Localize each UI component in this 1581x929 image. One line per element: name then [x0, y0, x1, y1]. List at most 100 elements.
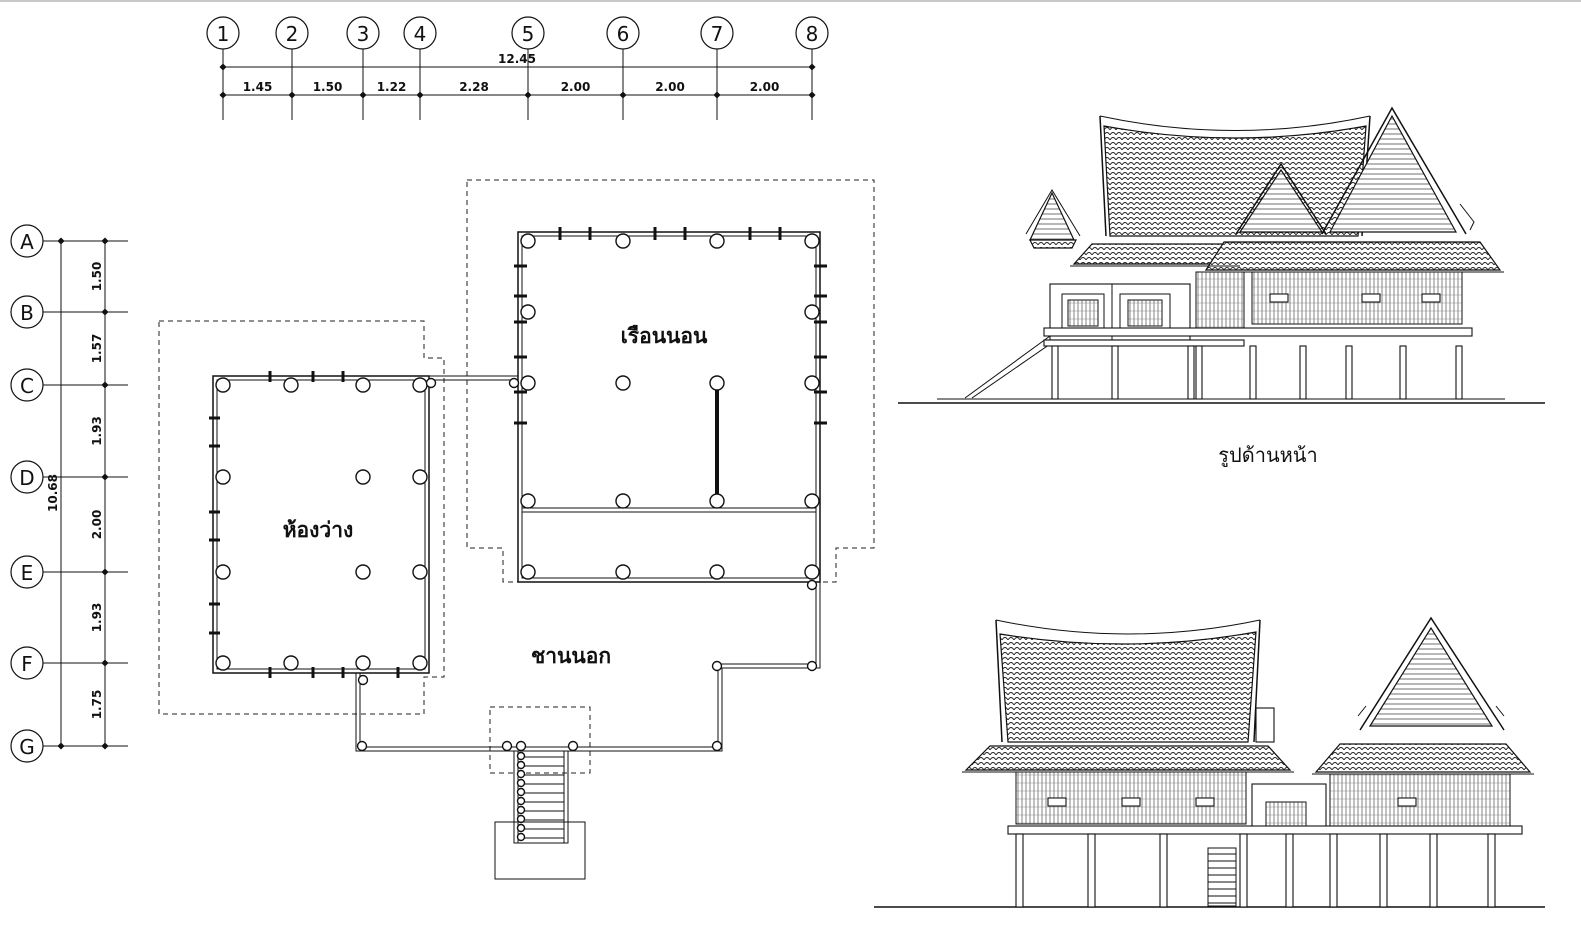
grid-label-x: 6 [617, 22, 630, 46]
stilt-post [1159, 833, 1168, 908]
wall-panel-1 [1195, 271, 1245, 331]
column [615, 493, 631, 509]
room-label-terrace: ชานนอก [531, 644, 611, 668]
column-set [215, 233, 820, 752]
spare-room-wall-inner [216, 379, 426, 670]
column [615, 564, 631, 580]
column [711, 660, 723, 672]
grid-label-y: B [20, 301, 34, 325]
gable-right [1328, 114, 1458, 233]
column [520, 375, 536, 391]
column [515, 740, 527, 752]
column [520, 493, 536, 509]
terrace-outline [355, 582, 821, 752]
stilt-post [1051, 345, 1059, 400]
column [215, 469, 231, 485]
grid-label-y: F [21, 652, 33, 676]
side-gable-right [1368, 626, 1494, 727]
grid-label-y: D [19, 466, 34, 490]
stilt-post [1429, 833, 1438, 908]
grid-label-y: C [20, 374, 34, 398]
stilt-post [1345, 345, 1353, 400]
staircase [494, 750, 586, 880]
stilt-post [1329, 833, 1338, 908]
dimension-label-y: 1.93 [90, 603, 104, 633]
grid-label-x: 5 [522, 22, 535, 46]
grid-label-x: 4 [414, 22, 427, 46]
column [215, 377, 231, 393]
stilt-post [1285, 833, 1294, 908]
side-eave-left [964, 745, 1292, 771]
column [806, 660, 818, 672]
column [709, 375, 725, 391]
grid-label-y: G [19, 735, 35, 759]
bedroom-screen-wall [715, 383, 719, 500]
side-stair [1207, 847, 1237, 907]
grid-label-x: 7 [711, 22, 724, 46]
roof-outline-spare-room [158, 320, 445, 715]
dimension-total-y: 10.68 [46, 474, 60, 512]
stilt-post [1379, 833, 1388, 908]
stilt-post [1487, 833, 1496, 908]
dimension-label-x: 1.45 [243, 80, 273, 94]
dimension-label-x: 2.00 [655, 80, 685, 94]
stilt-post [1249, 345, 1257, 400]
stilt-post [1111, 345, 1119, 400]
column [412, 469, 428, 485]
column [283, 377, 299, 393]
column [501, 740, 513, 752]
stilt-post [1399, 345, 1407, 400]
grid-label-y: A [20, 230, 34, 254]
column [412, 564, 428, 580]
dimension-label-y: 1.57 [90, 334, 104, 364]
column [355, 655, 371, 671]
column [711, 740, 723, 752]
bedroom-wall [517, 231, 821, 583]
roof-outline-stair [489, 706, 591, 774]
column [412, 655, 428, 671]
column [520, 233, 536, 249]
column [709, 564, 725, 580]
column [425, 377, 437, 389]
column [355, 469, 371, 485]
stilt-post [1187, 345, 1195, 400]
column [520, 564, 536, 580]
grid-label-y: E [21, 561, 34, 585]
front-elevation-caption: รูปด้านหน้า [1218, 443, 1317, 468]
column [520, 304, 536, 320]
stilt-posts-front [1051, 345, 1463, 400]
column [215, 655, 231, 671]
floor-plan: เรือนนอน ห้องว่าง ชานนอก [158, 179, 875, 880]
column [355, 564, 371, 580]
room-label-bedroom: เรือนนอน [621, 324, 708, 348]
spare-room-wall [212, 375, 430, 674]
column [215, 564, 231, 580]
column [356, 740, 368, 752]
dimension-label-y: 1.93 [90, 416, 104, 446]
column [567, 740, 579, 752]
side-wall-right [1329, 773, 1511, 827]
column [412, 377, 428, 393]
column [804, 493, 820, 509]
front-elevation: รูปด้านหน้า [898, 106, 1545, 468]
stilt-post [1015, 833, 1024, 908]
window-marks [209, 227, 827, 678]
eave-roof-right [1204, 241, 1502, 271]
dimension-label-x: 1.22 [377, 80, 407, 94]
side-eave-right [1314, 743, 1532, 773]
stilt-posts-side [1015, 833, 1496, 908]
side-main-roof [999, 631, 1257, 743]
column [804, 375, 820, 391]
column [615, 233, 631, 249]
stilt-post [1299, 345, 1307, 400]
grid-label-x: 3 [357, 22, 370, 46]
column [804, 233, 820, 249]
dimension-label-x: 2.00 [750, 80, 780, 94]
dimension-total-x: 12.45 [498, 52, 536, 66]
dimension-label-y: 1.75 [90, 690, 104, 720]
column [709, 493, 725, 509]
main-roof [1103, 125, 1367, 237]
bedroom-wall-inner [521, 235, 817, 579]
terrace-outline-inner [359, 582, 817, 748]
